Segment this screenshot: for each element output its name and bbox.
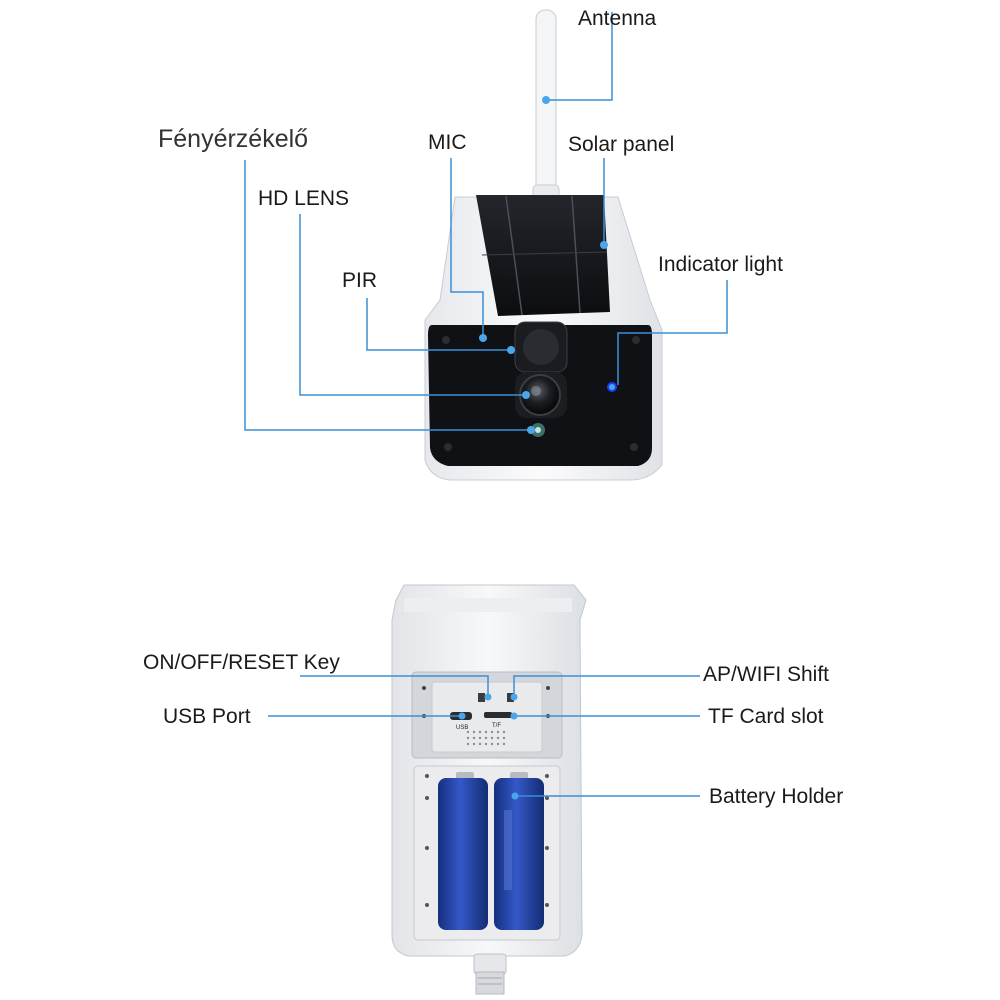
label-solar-panel: Solar panel <box>568 133 675 156</box>
label-mic: MIC <box>428 131 467 154</box>
label-tf-card-slot: TF Card slot <box>708 705 824 728</box>
hd-lens <box>515 372 567 418</box>
light-sensor <box>531 423 545 437</box>
pir-sensor <box>514 321 568 373</box>
control-panel <box>411 671 563 759</box>
label-ap-wifi-shift: AP/WIFI Shift <box>703 663 830 686</box>
bottom-leader-lines <box>268 675 700 797</box>
label-pir: PIR <box>342 269 378 292</box>
label-battery-holder: Battery Holder <box>709 785 844 808</box>
top-leader-dots <box>479 96 615 434</box>
speaker-grille <box>466 730 506 746</box>
label-indicator-light: Indicator light <box>658 253 783 276</box>
tf-panel-text: T/F <box>492 723 501 729</box>
label-hd-lens: HD LENS <box>258 187 350 210</box>
antenna <box>532 9 560 208</box>
label-light-sensor: Fényérzékelő <box>158 125 309 153</box>
label-antenna: Antenna <box>578 7 657 30</box>
bottom-leader-dots <box>458 693 519 800</box>
label-usb-port: USB Port <box>163 705 251 728</box>
battery-left <box>438 772 488 930</box>
label-on-off-reset-key: ON/OFF/RESET Key <box>143 651 340 674</box>
mount-screw <box>473 953 507 995</box>
usb-panel-text: USB <box>456 725 468 731</box>
battery-right <box>494 772 544 930</box>
solar-panel <box>476 195 610 316</box>
top-leader-lines <box>244 12 728 431</box>
